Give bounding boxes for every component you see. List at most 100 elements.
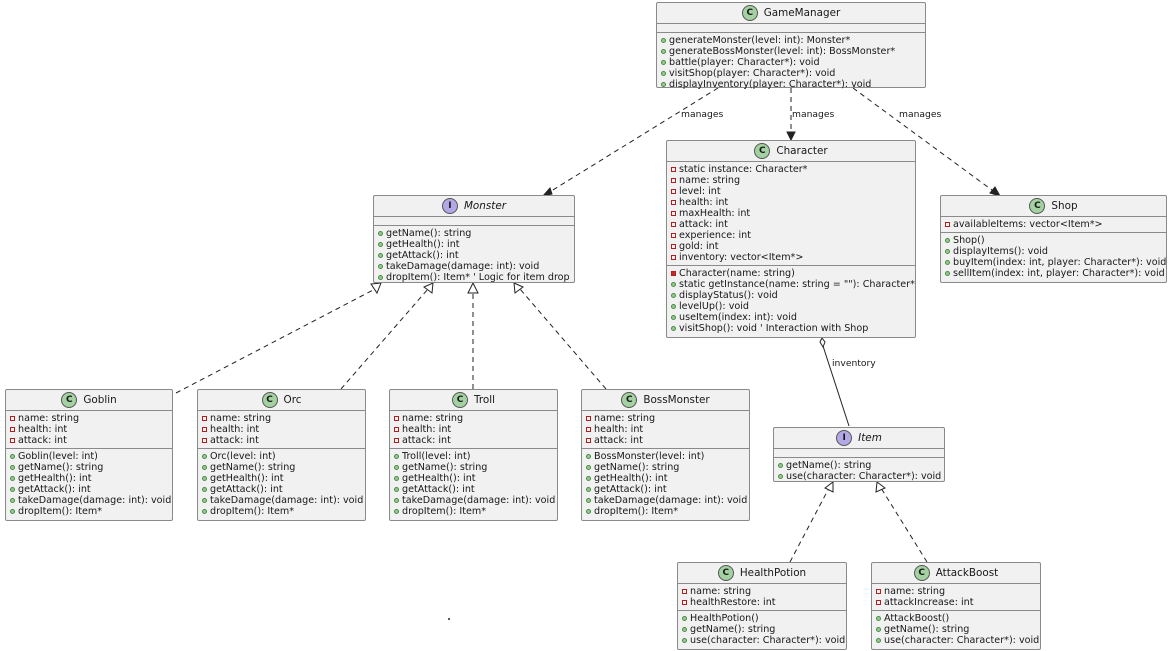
method-row: getName(): string <box>202 462 361 473</box>
private-visibility-icon <box>671 189 676 194</box>
public-visibility-icon <box>586 454 591 459</box>
attribute-row: name: string <box>10 413 168 424</box>
public-visibility-icon <box>671 315 676 320</box>
attribute-row: availableItems: vector<Item*> <box>945 219 1162 230</box>
method-row: BossMonster(level: int) <box>586 451 745 462</box>
public-visibility-icon <box>378 242 383 247</box>
method-text: Goblin(level: int) <box>18 451 98 462</box>
attribute-text: inventory: vector<Item*> <box>679 252 804 263</box>
method-text: levelUp(): void <box>679 301 749 312</box>
method-row: getName(): string <box>394 462 553 473</box>
private-visibility-icon <box>202 438 207 443</box>
interface-name: Monster <box>463 199 507 212</box>
public-visibility-icon <box>586 487 591 492</box>
private-visibility-icon <box>682 600 687 605</box>
class-name: GameManager <box>763 6 841 19</box>
method-text: Troll(level: int) <box>402 451 471 462</box>
attribute-row: name: string <box>876 586 1036 597</box>
method-text: getHealth(): int <box>386 239 460 250</box>
attribute-row: name: string <box>586 413 745 424</box>
method-row: getAttack(): int <box>378 250 570 261</box>
class-badge-icon: C <box>717 565 734 581</box>
public-visibility-icon <box>671 326 676 331</box>
attribute-row: attack: int <box>10 435 168 446</box>
method-row: useItem(index: int): void <box>671 312 911 323</box>
attribute-row: static instance: Character* <box>671 164 911 175</box>
method-text: takeDamage(damage: int): void <box>210 495 364 506</box>
method-text: visitShop(player: Character*): void <box>669 68 836 79</box>
method-row: use(character: Character*): void <box>682 635 845 646</box>
method-text: Orc(level: int) <box>210 451 276 462</box>
attribute-row: health: int <box>586 424 745 435</box>
attribute-row: maxHealth: int <box>671 208 911 219</box>
triangle-goblin <box>370 282 382 295</box>
triangle-orc <box>423 282 434 294</box>
attributes-section: availableItems: vector<Item*> <box>941 217 1166 233</box>
method-row: getName(): string <box>876 624 1036 635</box>
method-row: generateMonster(level: int): Monster* <box>661 35 921 46</box>
attribute-text: health: int <box>594 424 644 435</box>
private-visibility-icon <box>671 167 676 172</box>
method-row: Troll(level: int) <box>394 451 553 462</box>
method-text: BossMonster(level: int) <box>594 451 705 462</box>
method-row: displayItems(): void <box>945 246 1162 257</box>
attribute-row: inventory: vector<Item*> <box>671 252 911 263</box>
triangle-bossmonster <box>513 282 524 294</box>
private-visibility-icon <box>10 438 15 443</box>
method-row: getHealth(): int <box>394 473 553 484</box>
method-row: Orc(level: int) <box>202 451 361 462</box>
method-text: getAttack(): int <box>386 250 459 261</box>
attribute-row: name: string <box>682 586 842 597</box>
method-text: battle(player: Character*): void <box>669 57 820 68</box>
method-text: getName(): string <box>690 624 776 635</box>
public-visibility-icon <box>671 293 676 298</box>
edge-attackboost-item <box>880 487 928 563</box>
method-row: getAttack(): int <box>586 484 745 495</box>
method-text: dropItem(): Item* ' Logic for item drop <box>386 272 570 283</box>
interface-badge-icon: I <box>441 198 458 214</box>
edge-label-manages: manages <box>792 109 835 120</box>
attribute-row: attackIncrease: int <box>876 597 1036 608</box>
attribute-text: maxHealth: int <box>679 208 751 219</box>
private-visibility-icon <box>586 427 591 432</box>
method-row: getName(): string <box>682 624 842 635</box>
method-row: Shop() <box>945 235 1162 246</box>
private-visibility-icon <box>682 589 687 594</box>
method-row: takeDamage(damage: int): void <box>586 495 747 506</box>
method-text: generateMonster(level: int): Monster* <box>669 35 851 46</box>
public-visibility-icon <box>945 238 950 243</box>
method-text: Character(name: string) <box>679 268 795 279</box>
methods-section: generateMonster(level: int): Monster*gen… <box>657 33 925 92</box>
method-row: HealthPotion() <box>682 613 842 624</box>
attribute-text: name: string <box>884 586 946 597</box>
method-text: getName(): string <box>386 228 472 239</box>
method-row: dropItem(): Item* <box>202 506 361 517</box>
method-text: static getInstance(name: string = ""): C… <box>679 279 915 290</box>
method-text: sellItem(index: int, player: Character*)… <box>953 268 1165 279</box>
class-name: Character <box>776 144 828 157</box>
aggregation-diamond <box>819 337 826 349</box>
attribute-text: level: int <box>679 186 721 197</box>
method-row: visitShop(): void ' Interaction with Sho… <box>671 323 911 334</box>
attribute-row: gold: int <box>671 241 911 252</box>
method-text: getAttack(): int <box>402 484 475 495</box>
private-visibility-icon <box>876 600 881 605</box>
edge-bossmonster-monster <box>519 288 607 390</box>
public-visibility-icon <box>202 487 207 492</box>
